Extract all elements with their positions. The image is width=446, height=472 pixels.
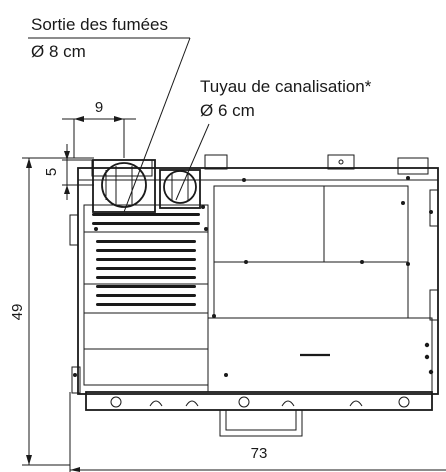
dimension-5: 5 <box>43 144 94 200</box>
duct-pipe <box>159 169 201 209</box>
access-panel-right <box>323 185 409 263</box>
smoke-outlet-leader-line <box>123 37 191 213</box>
duct-leader-line <box>175 123 210 201</box>
base-hooks <box>110 396 410 408</box>
dimension-9-label: 9 <box>95 99 103 116</box>
smoke-outlet-label: Sortie des fumées <box>31 15 168 34</box>
smoke-outlet-diameter: Ø 8 cm <box>31 42 86 61</box>
duct-diameter: Ø 6 cm <box>200 101 255 120</box>
stove-body <box>69 154 439 395</box>
dimension-9: 9 <box>62 99 136 158</box>
smoke-outlet-pipe <box>92 159 156 213</box>
dimension-73: 73 <box>69 392 446 472</box>
vent-slots <box>92 213 200 306</box>
dimension-5-label: 5 <box>43 168 60 176</box>
dimension-49-label: 49 <box>9 304 26 321</box>
dimension-49: 49 <box>9 157 94 466</box>
stove-base <box>85 391 433 437</box>
dimension-73-label: 73 <box>251 445 268 462</box>
access-panel-left <box>213 185 325 263</box>
duct-label: Tuyau de canalisation* <box>200 77 372 96</box>
